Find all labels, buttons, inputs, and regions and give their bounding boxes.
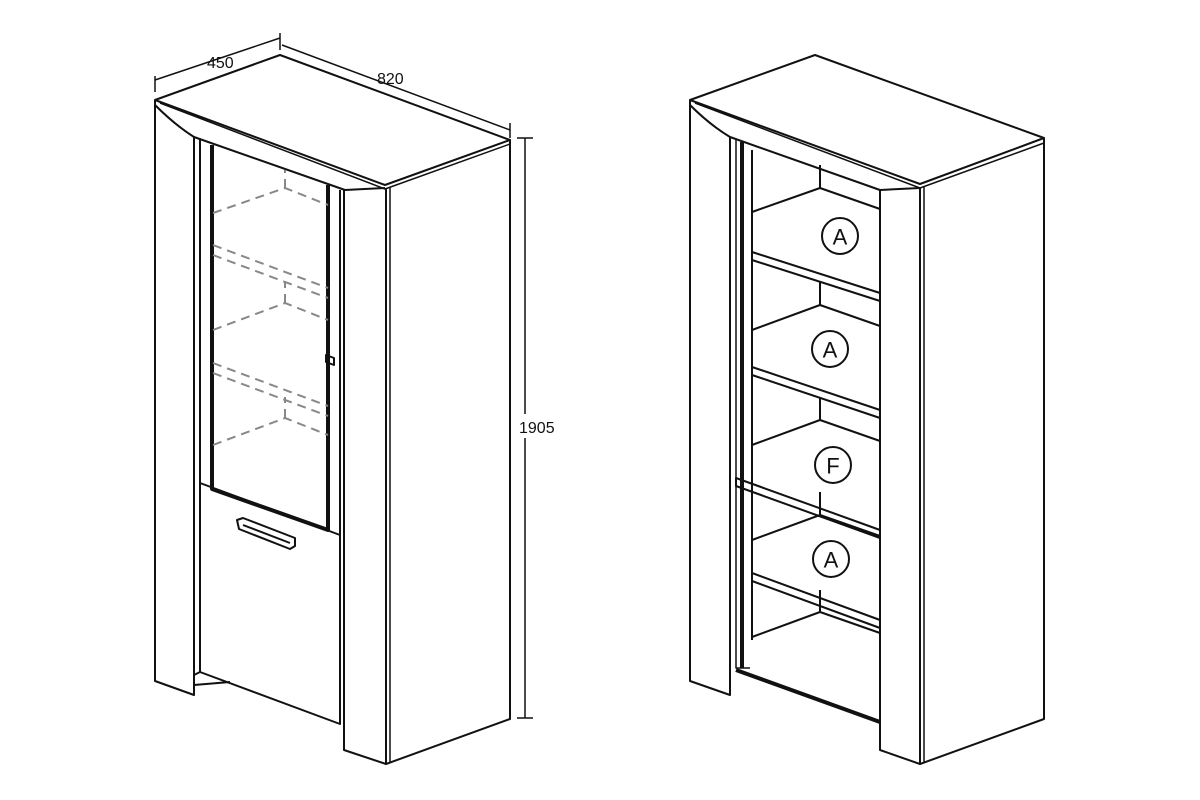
glass-shelves: [212, 170, 329, 446]
lower-door[interactable]: [199, 483, 341, 725]
side-panel: [385, 140, 511, 765]
shelf-label-a1: A: [821, 217, 859, 255]
glass-door[interactable]: [199, 140, 341, 536]
interior-shelves: [735, 150, 881, 724]
shelf-label-a3: A: [812, 540, 850, 578]
cabinet-closed-view: 450 820 1905: [154, 33, 557, 765]
right-pillar: [879, 188, 921, 765]
svg-text:A: A: [833, 225, 848, 250]
top-surface: [154, 54, 511, 186]
height-label: 1905: [519, 420, 555, 437]
shelf-label-a2: A: [811, 330, 849, 368]
door-handle[interactable]: [236, 517, 296, 550]
right-pillar: [343, 188, 387, 765]
left-pillar: [689, 100, 731, 696]
side-panel: [919, 138, 1045, 765]
svg-text:F: F: [826, 454, 839, 479]
door-knob[interactable]: [325, 354, 335, 366]
svg-text:A: A: [823, 338, 838, 363]
width-label: 820: [377, 71, 404, 88]
cabinet-open-view: A A F A: [689, 54, 1045, 765]
svg-text:A: A: [824, 548, 839, 573]
shelf-label-f: F: [814, 446, 852, 484]
left-pillar: [154, 100, 195, 696]
depth-label: 450: [207, 55, 234, 72]
